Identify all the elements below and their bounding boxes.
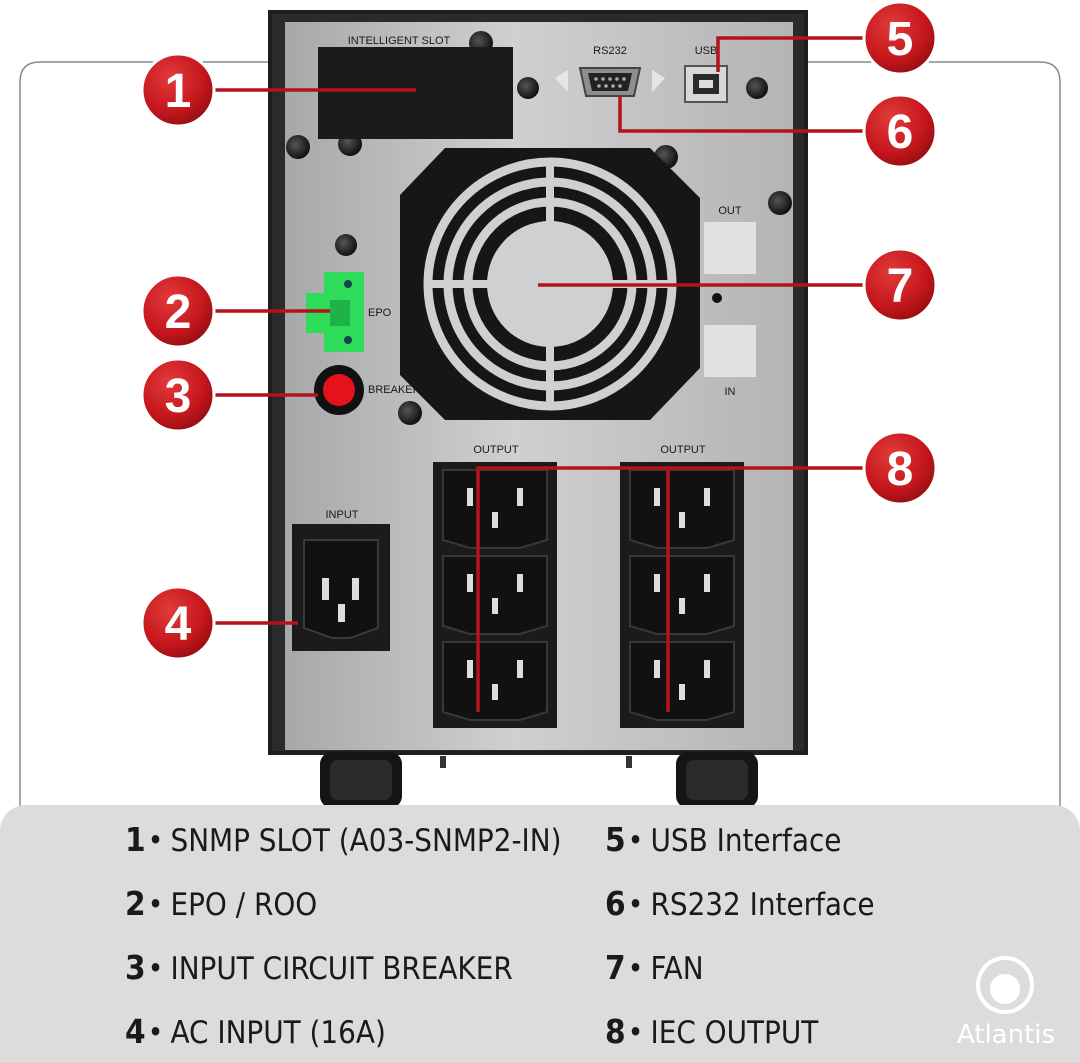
- legend-number: 4: [125, 1012, 146, 1051]
- svg-text:7: 7: [887, 260, 914, 313]
- legend-item-1: 1• SNMP SLOT (A03-SNMP2-IN): [125, 820, 561, 859]
- legend-item-8: 8• IEC OUTPUT: [605, 1012, 818, 1051]
- legend-bullet: •: [148, 1018, 163, 1046]
- callout-8: 8: [862, 430, 938, 506]
- legend-item-7: 7• FAN: [605, 948, 704, 987]
- svg-text:5: 5: [887, 13, 914, 66]
- legend-bullet: •: [148, 954, 163, 982]
- rs232-port: RS232: [555, 45, 665, 97]
- callout-5: 5: [862, 0, 938, 76]
- legend-text: FAN: [650, 951, 704, 987]
- legend-number: 3: [125, 948, 146, 987]
- in-label: IN: [725, 386, 736, 398]
- input-label: INPUT: [326, 509, 359, 521]
- legend-text: USB Interface: [650, 823, 842, 859]
- legend-item-6: 6• RS232 Interface: [605, 884, 875, 923]
- output-socket-bank-left: OUTPUT: [433, 444, 557, 728]
- breaker-label: BREAKER: [368, 384, 421, 396]
- svg-text:1: 1: [165, 65, 192, 118]
- legend-number: 8: [605, 1012, 626, 1051]
- rs232-label: RS232: [593, 45, 627, 57]
- svg-text:3: 3: [165, 370, 192, 423]
- legend-panel: [0, 805, 1080, 1063]
- svg-text:2: 2: [165, 286, 192, 339]
- network-ports: OUT IN: [704, 205, 756, 398]
- intelligent-slot: INTELLIGENT SLOT: [318, 35, 513, 139]
- callout-3: 3: [140, 357, 216, 433]
- usb-label: USB: [695, 45, 718, 57]
- legend-number: 6: [605, 884, 626, 923]
- legend-text: AC INPUT (16A): [170, 1015, 386, 1051]
- legend-bullet: •: [628, 890, 643, 918]
- output-left-label: OUTPUT: [473, 444, 519, 456]
- legend-text: IEC OUTPUT: [650, 1015, 819, 1051]
- callout-4: 4: [140, 585, 216, 661]
- intelligent-slot-label: INTELLIGENT SLOT: [348, 35, 451, 47]
- legend-item-2: 2• EPO / ROO: [125, 884, 317, 923]
- callout-6: 6: [862, 93, 938, 169]
- output-right-label: OUTPUT: [660, 444, 706, 456]
- svg-text:6: 6: [887, 106, 914, 159]
- svg-text:8: 8: [887, 443, 914, 496]
- callout-2: 2: [140, 273, 216, 349]
- epo-connector: EPO: [306, 272, 392, 352]
- legend-bullet: •: [148, 826, 163, 854]
- ups-feet: [320, 752, 758, 808]
- legend-bullet: •: [628, 1018, 643, 1046]
- callout-leader-lines: [210, 36, 868, 712]
- legend-number: 7: [605, 948, 626, 987]
- callout-7: 7: [862, 247, 938, 323]
- callout-1: 1: [140, 52, 216, 128]
- legend-text: SNMP SLOT (A03-SNMP2-IN): [170, 823, 562, 859]
- legend-item-4: 4• AC INPUT (16A): [125, 1012, 386, 1051]
- legend-number: 2: [125, 884, 146, 923]
- atlantis-logo-icon: [976, 956, 1034, 1014]
- legend-text: EPO / ROO: [170, 887, 318, 923]
- usb-port: USB: [684, 45, 728, 103]
- ac-input-socket: INPUT: [292, 509, 390, 651]
- legend-item-5: 5• USB Interface: [605, 820, 841, 859]
- legend-text: RS232 Interface: [650, 887, 875, 923]
- background-frame: [19, 61, 1061, 820]
- out-label: OUT: [718, 205, 742, 217]
- panel-screws: [286, 31, 792, 425]
- legend-bullet: •: [628, 826, 643, 854]
- brand-name: Atlantis: [956, 1020, 1056, 1050]
- legend-number: 1: [125, 820, 146, 859]
- legend-bullet: •: [628, 954, 643, 982]
- circuit-breaker: BREAKER: [314, 365, 421, 415]
- svg-text:4: 4: [165, 598, 192, 651]
- legend-text: INPUT CIRCUIT BREAKER: [170, 951, 513, 987]
- legend-item-3: 3• INPUT CIRCUIT BREAKER: [125, 948, 513, 987]
- epo-label: EPO: [368, 307, 392, 319]
- legend-number: 5: [605, 820, 626, 859]
- output-socket-bank-right: OUTPUT: [620, 444, 744, 728]
- legend-bullet: •: [148, 890, 163, 918]
